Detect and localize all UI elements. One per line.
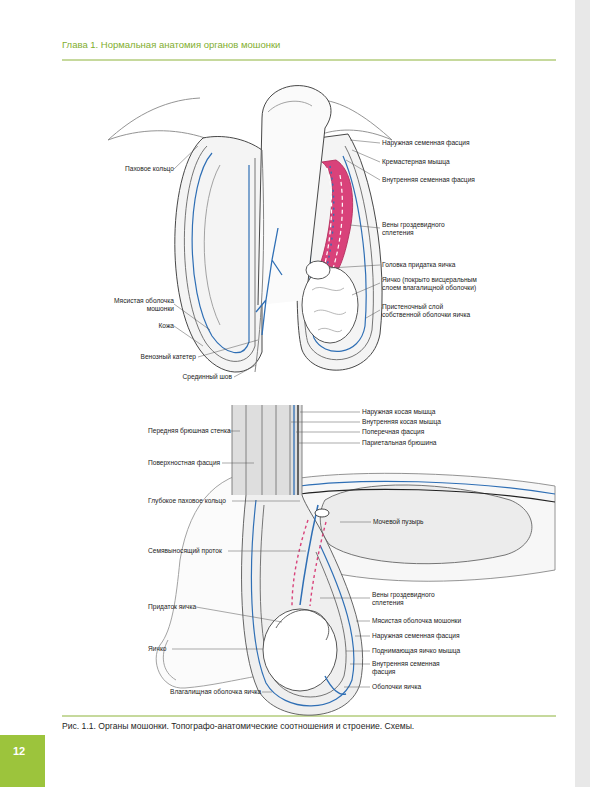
anatomy-label: Мясистая оболочка мошонки bbox=[372, 617, 461, 625]
figure-caption: Рис. 1.1. Органы мошонки. Топографо-анат… bbox=[62, 721, 414, 731]
anatomy-label: Головка придатка яичка bbox=[382, 261, 456, 269]
anatomy-label: Париетальная брюшина bbox=[362, 439, 436, 447]
anatomy-label: Мочевой пузырь bbox=[373, 518, 424, 526]
sagittal-view bbox=[156, 405, 555, 715]
anatomy-label: Оболочки яичка bbox=[372, 683, 421, 691]
anatomy-label: Наружная семенная фасция bbox=[382, 139, 469, 147]
anatomy-label: Поперечная фасция bbox=[362, 428, 424, 436]
page-header: Глава 1. Нормальная анатомия органов мош… bbox=[62, 39, 280, 50]
anatomy-label: Вены гроздевидного сплетения bbox=[372, 591, 452, 606]
anatomy-label: Вены гроздевидного сплетения bbox=[382, 221, 477, 236]
anatomy-label: Наружная семенная фасция bbox=[372, 632, 459, 640]
caption-rule bbox=[62, 716, 556, 717]
anatomy-label: Пристеночный слой собственной оболочки я… bbox=[382, 303, 482, 318]
anatomy-label: Наружная косая мышца bbox=[362, 408, 436, 416]
anatomy-label: Поднимающая яичко мышца bbox=[372, 647, 460, 655]
anatomy-label: Передняя брюшная стенка bbox=[148, 427, 231, 435]
header-rule bbox=[62, 60, 556, 61]
anatomy-label: Кожа bbox=[158, 322, 174, 330]
page-number-box: 12 bbox=[0, 735, 45, 787]
anatomy-label: Мясистая оболочка мошонки bbox=[102, 297, 174, 312]
leader-lines bbox=[172, 140, 380, 692]
anatomy-label: Придаток яичка bbox=[148, 603, 196, 611]
anatomy-label: Венозный катетер bbox=[141, 353, 196, 361]
anatomy-label: Срединный шов bbox=[183, 373, 232, 381]
page-edge bbox=[575, 0, 590, 787]
page-number: 12 bbox=[13, 745, 25, 757]
anatomy-label: Глубокое паховое кольцо bbox=[148, 497, 226, 505]
anatomy-label: Влагалищная оболочка яичка bbox=[170, 688, 261, 696]
anatomy-label: Семявыносящий проток bbox=[148, 547, 222, 555]
anatomy-label: Яичко bbox=[148, 645, 167, 653]
anatomy-label: Паховое кольцо bbox=[125, 165, 174, 173]
anatomy-label: Внутренняя семенная фасция bbox=[382, 176, 475, 184]
anatomy-label: Внутренняя семенная фасция bbox=[372, 660, 444, 675]
anatomy-label: Кремастерная мышца bbox=[382, 158, 450, 166]
scrotum-front-view bbox=[108, 86, 392, 372]
anatomy-label: Внутренняя косая мышца bbox=[362, 418, 441, 426]
anatomy-label: Яичко (покрыто висцеральным слоем влагал… bbox=[382, 276, 494, 291]
anatomy-label: Поверхностная фасция bbox=[148, 459, 220, 467]
